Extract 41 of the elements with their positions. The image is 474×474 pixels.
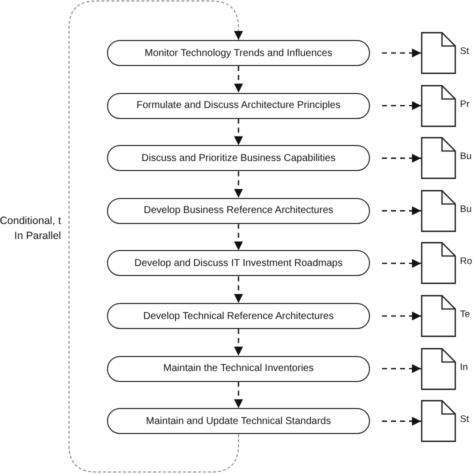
output-label: Bu bbox=[460, 204, 472, 215]
arrow bbox=[382, 154, 421, 163]
process-step: Develop Business Reference Architectures bbox=[107, 198, 370, 224]
arrow bbox=[234, 276, 243, 303]
document-icon bbox=[421, 348, 456, 390]
arrow bbox=[382, 101, 421, 110]
arrow bbox=[234, 224, 243, 250]
process-step: Maintain and Update Technical Standards bbox=[107, 408, 370, 434]
document-icon bbox=[421, 400, 456, 442]
arrow bbox=[382, 416, 421, 426]
process-step: Develop and Discuss IT Investment Roadmaps bbox=[107, 250, 370, 276]
arrow bbox=[382, 258, 421, 268]
output-label: St bbox=[460, 414, 469, 426]
document-icon bbox=[421, 32, 456, 74]
output-label: Bu bbox=[460, 151, 472, 162]
output-label: St bbox=[460, 46, 469, 57]
document-icon bbox=[421, 137, 456, 180]
arrow bbox=[234, 66, 243, 93]
arrow bbox=[234, 171, 243, 198]
arrow bbox=[382, 48, 421, 58]
process-step: Maintain the Technical Inventories bbox=[107, 356, 370, 382]
arrow bbox=[234, 118, 243, 146]
document-icon bbox=[421, 295, 456, 337]
document-icon bbox=[421, 84, 456, 127]
document-icon bbox=[421, 242, 456, 284]
process-step: Discuss and Prioritize Business Capabilities bbox=[107, 145, 370, 172]
arrow bbox=[382, 206, 421, 216]
output-label: Pr bbox=[460, 98, 470, 110]
loop-arrow bbox=[68, 0, 243, 472]
arrow bbox=[234, 329, 243, 356]
process-step: Monitor Technology Trends and Influences bbox=[107, 40, 370, 66]
arrow bbox=[382, 364, 421, 374]
arrow bbox=[382, 312, 421, 320]
output-label: Te bbox=[460, 309, 470, 320]
arrow bbox=[234, 382, 243, 408]
note-text: Conditional, t In Parallel bbox=[0, 214, 61, 244]
process-step: Develop Technical Reference Architectures bbox=[107, 303, 370, 329]
document-icon bbox=[421, 190, 456, 232]
output-label: In bbox=[460, 362, 468, 373]
process-step: Formulate and Discuss Architecture Principles bbox=[107, 92, 370, 119]
output-label: Ro bbox=[460, 256, 472, 268]
